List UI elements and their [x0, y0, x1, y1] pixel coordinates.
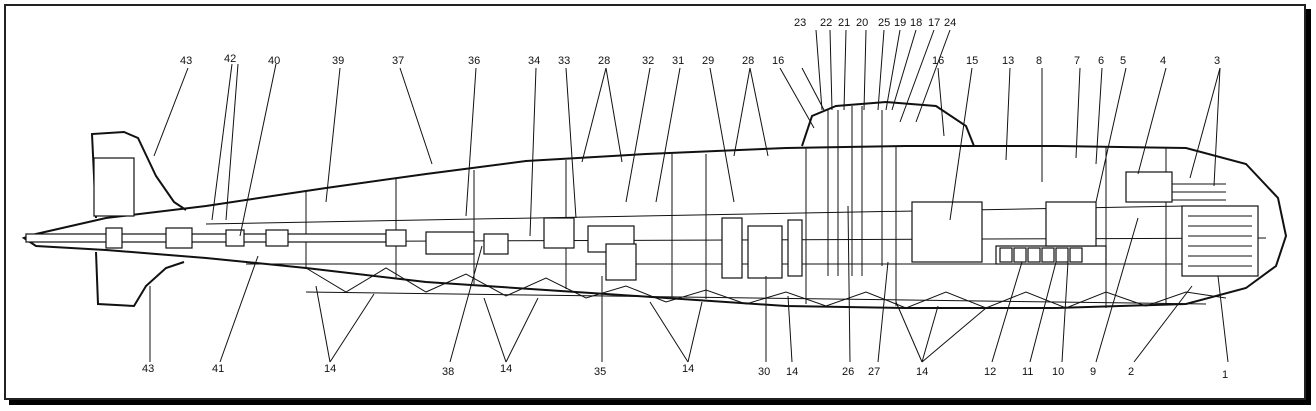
submarine-cutaway-diagram: 1 2 3 4 5 6 7 8 9 10 11 12 13 14 14 14 1… [21, 17, 1288, 381]
callout-37: 37 [392, 55, 404, 67]
diagram-frame: 1 2 3 4 5 6 7 8 9 10 11 12 13 14 14 14 1… [4, 4, 1306, 400]
callout-27: 27 [868, 366, 880, 378]
callout-41: 41 [212, 363, 224, 375]
shaft-fittings [105, 227, 407, 249]
callout-5: 5 [1120, 55, 1126, 67]
callout-36: 36 [468, 55, 480, 67]
callout-13: 13 [1002, 55, 1014, 67]
rudder-dark-panel [93, 157, 135, 217]
callout-12: 12 [984, 366, 996, 378]
callout-43-upper: 43 [180, 55, 192, 67]
callout-38: 38 [442, 366, 454, 378]
sonar-stripes [1188, 215, 1252, 267]
bow-sonar [1181, 205, 1259, 277]
callout-34: 34 [528, 55, 540, 67]
callout-7: 7 [1074, 55, 1080, 67]
callout-10: 10 [1052, 366, 1064, 378]
callout-6: 6 [1098, 55, 1104, 67]
callout-22: 22 [820, 17, 832, 29]
callout-14-fore: 14 [916, 366, 928, 378]
upper-deck-line [205, 205, 1187, 225]
callout-32: 32 [642, 55, 654, 67]
leader-lines [149, 29, 1229, 363]
bulkheads [305, 146, 1167, 308]
propeller-shaft [25, 233, 387, 243]
callout-29: 29 [702, 55, 714, 67]
callout-35: 35 [594, 366, 606, 378]
callout-14-mid: 14 [682, 363, 694, 375]
callout-26: 26 [842, 366, 854, 378]
battery-row [999, 247, 1083, 263]
sail [801, 100, 975, 147]
callout-24: 24 [944, 17, 956, 29]
callout-2: 2 [1128, 366, 1134, 378]
callout-23: 23 [794, 17, 806, 29]
callout-15: 15 [966, 55, 978, 67]
callout-8: 8 [1036, 55, 1042, 67]
callout-21: 21 [838, 17, 850, 29]
upper-rudder [90, 130, 187, 219]
callout-19: 19 [894, 17, 906, 29]
callout-14-aft: 14 [500, 363, 512, 375]
callout-28-fwd: 28 [742, 55, 754, 67]
callout-39: 39 [332, 55, 344, 67]
callout-17: 17 [928, 17, 940, 29]
callout-33: 33 [558, 55, 570, 67]
callout-31: 31 [672, 55, 684, 67]
callout-16-sail: 16 [932, 55, 944, 67]
callout-40: 40 [268, 55, 280, 67]
callout-3: 3 [1214, 55, 1220, 67]
callout-28-aft: 28 [598, 55, 610, 67]
callout-9: 9 [1090, 366, 1096, 378]
sail-masts [827, 106, 883, 276]
callout-11: 11 [1022, 366, 1033, 378]
callout-14-stern: 14 [324, 363, 336, 375]
callout-18: 18 [910, 17, 922, 29]
callout-labels: 1 2 3 4 5 6 7 8 9 10 11 12 13 14 14 14 1… [142, 17, 1228, 381]
callout-4: 4 [1160, 55, 1166, 67]
lower-rudder [95, 251, 185, 308]
callout-1: 1 [1222, 369, 1228, 381]
torpedo-tubes [1172, 183, 1226, 201]
hull-outline [21, 145, 1288, 309]
callout-14-center: 14 [786, 366, 798, 378]
callout-20: 20 [856, 17, 868, 29]
callout-25: 25 [878, 17, 890, 29]
callout-43-lower: 43 [142, 363, 154, 375]
callout-42: 42 [224, 53, 236, 65]
callout-30: 30 [758, 366, 770, 378]
callout-16-fwd: 16 [772, 55, 784, 67]
